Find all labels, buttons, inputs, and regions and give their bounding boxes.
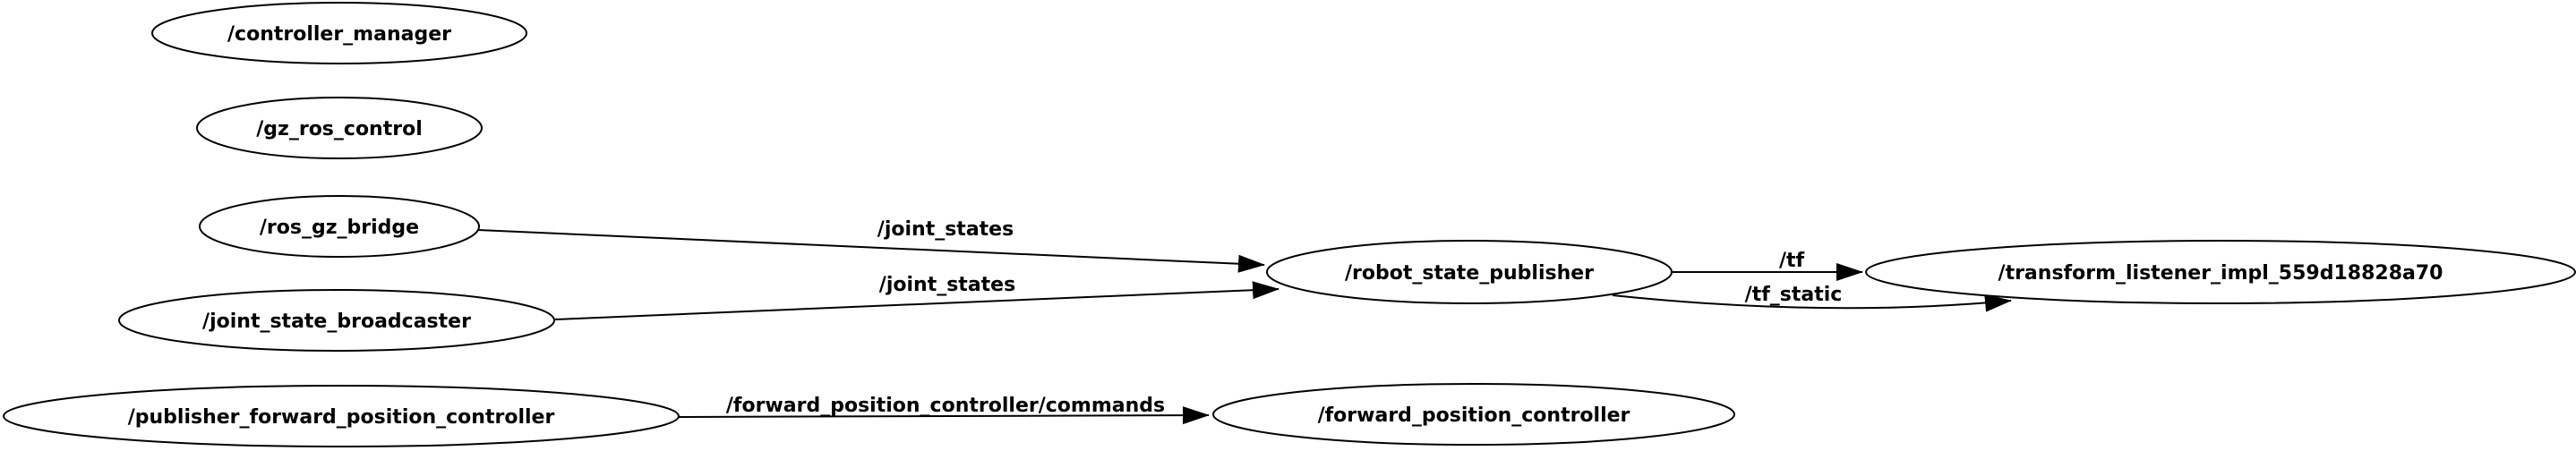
edge-label-tf: /tf [1779, 250, 1805, 272]
node-label-publisher-forward-position-controller: /publisher_forward_position_controller [128, 406, 555, 429]
node-label-joint-state-broadcaster: /joint_state_broadcaster [202, 311, 471, 333]
node-ellipse-publisher-forward-position-controller [3, 385, 680, 447]
edge-forward-position-commands [678, 406, 1210, 425]
edge-label-forward-position-commands: /forward_position_controller/commands [726, 395, 1165, 417]
node-ellipse-joint-state-broadcaster [118, 289, 555, 352]
nodes-layer: /controller_manager/gz_ros_control/ros_g… [3, 2, 2576, 447]
node-ellipse-controller-manager [151, 2, 527, 64]
node-label-ros-gz-bridge: /ros_gz_bridge [260, 217, 419, 239]
node-transform-listener: /transform_listener_impl_559d18828a70 [1865, 240, 2576, 304]
edge-joint-states-from-bridge [477, 229, 1265, 273]
node-ellipse-ros-gz-bridge [199, 195, 480, 258]
node-forward-position-controller: /forward_position_controller [1212, 383, 1735, 446]
node-label-forward-position-controller: /forward_position_controller [1318, 404, 1630, 427]
node-ros-gz-bridge: /ros_gz_bridge [199, 195, 480, 258]
node-label-gz-ros-control: /gz_ros_control [256, 118, 423, 140]
node-gz-ros-control: /gz_ros_control [196, 97, 483, 159]
node-ellipse-robot-state-publisher [1266, 240, 1673, 304]
edge-joint-states-from-broadcaster [554, 281, 1279, 320]
node-joint-state-broadcaster: /joint_state_broadcaster [118, 289, 555, 352]
node-ellipse-gz-ros-control [196, 97, 483, 159]
node-controller-manager: /controller_manager [151, 2, 527, 64]
edge-tf-static [1612, 294, 2012, 312]
edge-label-tf-static: /tf_static [1745, 284, 1843, 306]
node-ellipse-transform-listener [1865, 240, 2576, 304]
edge-labels-layer: /joint_states/joint_states/tf/tf_static /… [726, 218, 1842, 417]
node-label-controller-manager: /controller_manager [227, 23, 451, 46]
edge-label-joint-states-from-bridge: /joint_states [877, 218, 1014, 241]
node-publisher-forward-position-controller: /publisher_forward_position_controller [3, 385, 680, 447]
edge-label-joint-states-from-broadcaster: /joint_states [879, 274, 1015, 296]
node-robot-state-publisher: /robot_state_publisher [1266, 240, 1673, 304]
node-label-transform-listener: /transform_listener_impl_559d18828a70 [1998, 262, 2443, 285]
node-ellipse-forward-position-controller [1212, 383, 1735, 446]
node-label-robot-state-publisher: /robot_state_publisher [1345, 262, 1594, 285]
edges-layer [477, 229, 2012, 425]
